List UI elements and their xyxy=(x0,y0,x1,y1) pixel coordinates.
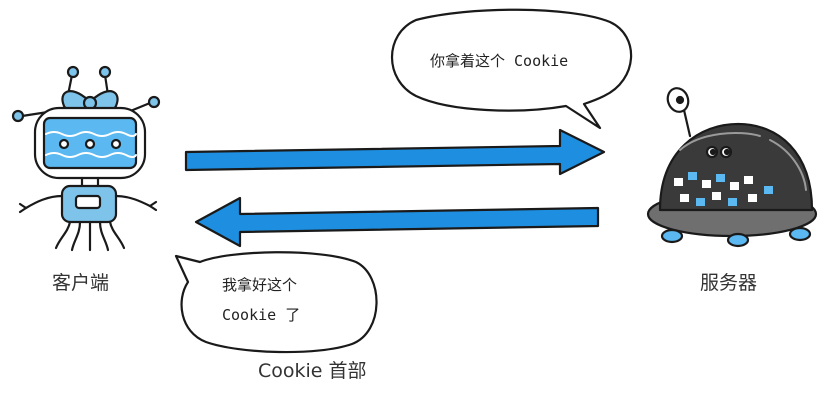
request-bubble-text: 你拿着这个 Cookie xyxy=(430,52,569,70)
server-robot-icon xyxy=(646,87,818,248)
cookie-header-caption: Cookie 首部 xyxy=(258,360,367,382)
server-label: 服务器 xyxy=(700,272,758,294)
response-bubble-line2: Cookie 了 xyxy=(222,306,301,324)
response-speech-bubble xyxy=(174,251,378,354)
request-speech-bubble xyxy=(391,8,633,130)
request-arrow xyxy=(184,128,606,176)
client-label: 客户端 xyxy=(52,272,110,294)
response-arrow xyxy=(194,196,600,248)
client-robot-icon xyxy=(11,65,161,252)
response-bubble-line1: 我拿好这个 xyxy=(222,276,298,294)
